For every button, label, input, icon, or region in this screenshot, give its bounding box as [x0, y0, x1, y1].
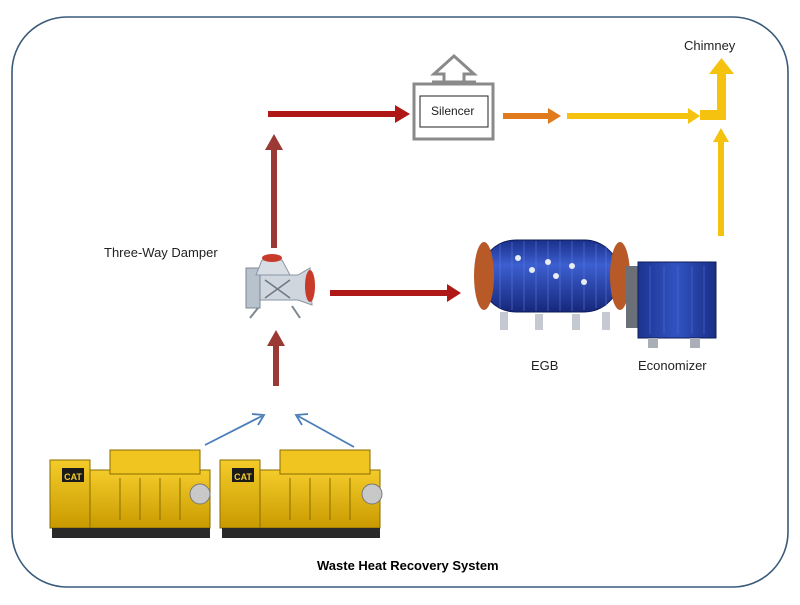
chimney-label: Chimney — [684, 38, 736, 53]
chimney-icon — [700, 58, 734, 120]
generator-right-icon — [219, 449, 383, 538]
arrow-economizer-up — [713, 128, 729, 236]
damper-label: Three-Way Damper — [104, 245, 218, 260]
arrow-to-chimney — [567, 108, 700, 124]
silencer-label: Silencer — [431, 104, 475, 118]
generator-left-icon — [49, 449, 211, 538]
three-way-damper-icon — [245, 254, 315, 319]
arrow-damper-up — [265, 134, 283, 248]
egb-label: EGB — [531, 358, 559, 373]
arrow-silencer-out — [503, 108, 561, 124]
generator-right-brand: CAT — [234, 472, 252, 482]
economizer-label: Economizer — [638, 358, 707, 373]
arrow-to-silencer — [268, 105, 410, 123]
generator-left-brand: CAT — [64, 472, 82, 482]
arrow-damper-to-egb — [330, 284, 461, 302]
diagram-title: Waste Heat Recovery System — [317, 558, 499, 573]
silencer-icon — [412, 53, 495, 141]
economizer-icon — [626, 261, 717, 348]
diagram-frame — [11, 16, 789, 588]
egb-boiler-icon — [474, 239, 630, 330]
feed-arrow-right — [294, 413, 355, 448]
feed-arrow-left — [204, 413, 266, 446]
arrow-to-damper — [267, 330, 285, 386]
